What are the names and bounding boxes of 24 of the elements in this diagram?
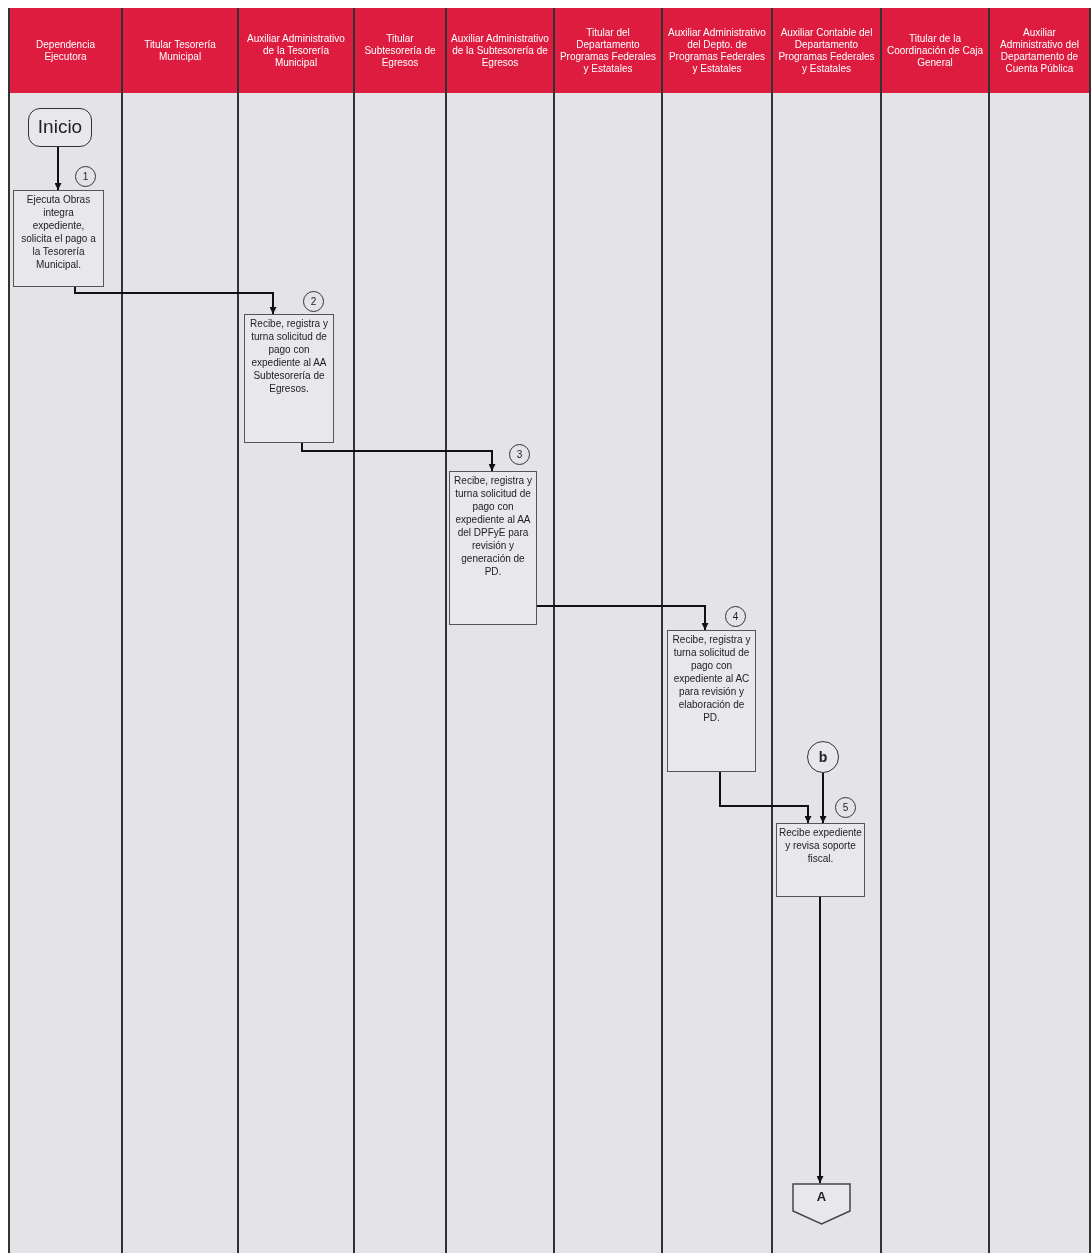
- arrow: [719, 771, 812, 824]
- start-terminal: Inicio: [28, 108, 92, 147]
- lane-header: Titular Tesorería Municipal: [123, 8, 239, 93]
- lane-header: Auxiliar Administrativo del Depto. de Programas Federales y Estatales: [663, 8, 773, 93]
- arrow: [301, 442, 496, 472]
- arrow: [536, 605, 709, 631]
- process-box: Ejecuta Obras integra expediente, solicita el pago a la Tesorería Municipal.: [13, 190, 104, 287]
- lane-header: Titular del Departamento Programas Federales y Estatales: [555, 8, 663, 93]
- lane-header: Titular de la Coordinación de Caja General: [882, 8, 990, 93]
- lane-header: Auxiliar Administrativo de la Subtesorería de Egresos: [447, 8, 555, 93]
- lane-header: Dependencia Ejecutora: [10, 8, 123, 93]
- lane-header: Auxiliar Administrativo de la Tesorería Municipal: [239, 8, 355, 93]
- process-box: Recibe, registra y turna solicitud de pago con expediente al AC para revisión y elaboración de PD.: [667, 630, 756, 772]
- arrow: [819, 772, 827, 824]
- arrow: [816, 896, 824, 1184]
- lane-header: Auxiliar Contable del Departamento Programas Federales y Estatales: [773, 8, 882, 93]
- arrow: [74, 286, 277, 315]
- lane-header: Titular Subtesorería de Egresos: [355, 8, 447, 93]
- arrow: [54, 146, 62, 191]
- off-page-connector: A: [792, 1183, 851, 1225]
- process-box: Recibe expediente y revisa soporte fiscal.: [776, 823, 865, 897]
- lane-header: Auxiliar Administrativo del Departamento de Cuenta Pública: [990, 8, 1091, 93]
- process-box: Recibe, registra y turna solicitud de pago con expediente al AA Subtesorería de Egresos.: [244, 314, 334, 443]
- process-box: Recibe, registra y turna solicitud de pago con expediente al AA del DPFyE para revisión y generación de PD.: [449, 471, 537, 625]
